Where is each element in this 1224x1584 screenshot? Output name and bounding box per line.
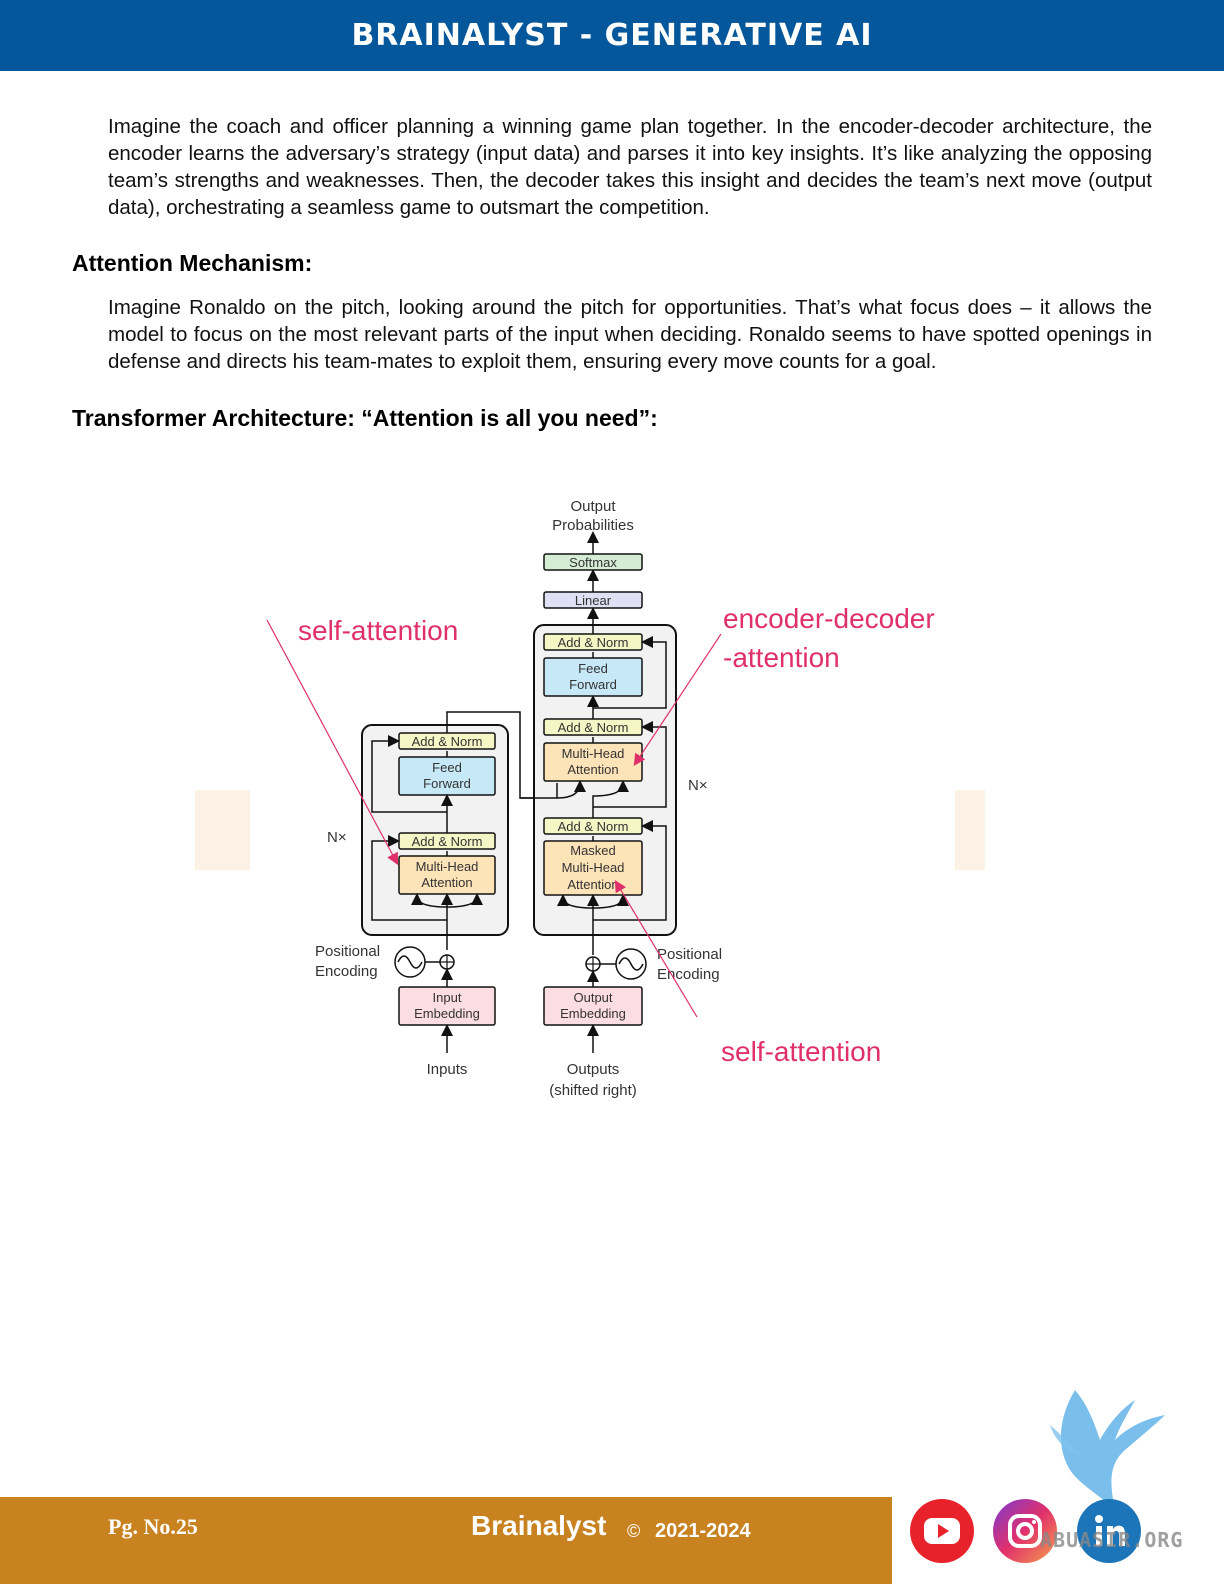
attention-heading: Attention Mechanism: xyxy=(72,250,313,276)
self-attention-label-bottom: self-attention xyxy=(721,1036,881,1067)
watermark-text: ABUASIR.ORG xyxy=(1040,1528,1184,1552)
decoder-nx-label: N× xyxy=(688,777,708,794)
encoder-decoder-label-2: -attention xyxy=(723,642,840,673)
dec-multi-head: Multi-Head xyxy=(562,746,625,761)
input-label: Input xyxy=(433,990,462,1005)
linear-label: Linear xyxy=(575,593,612,608)
encoder-nx-label: N× xyxy=(327,829,347,846)
linkedin-icon[interactable] xyxy=(1077,1499,1141,1563)
bird-logo xyxy=(1050,1390,1165,1510)
output-label: Output xyxy=(573,990,612,1005)
self-attention-label-top: self-attention xyxy=(298,615,458,646)
enc-feed: Feed xyxy=(432,760,462,775)
dec-attention: Attention xyxy=(567,762,618,777)
output-embedding: Embedding xyxy=(560,1006,626,1021)
page-header: BRAINALYST - GENERATIVE AI xyxy=(0,0,1224,71)
page-footer xyxy=(0,1497,892,1584)
encoder-decoder-paragraph: Imagine the coach and officer planning a… xyxy=(108,115,1152,219)
enc-encoding: Encoding xyxy=(315,963,378,980)
attention-paragraph: Imagine Ronaldo on the pitch, looking ar… xyxy=(108,296,1152,373)
dec-masked-attention: Attention xyxy=(567,877,618,892)
output-probabilities-1: Output xyxy=(570,498,616,515)
page-number: Pg. No.25 xyxy=(108,1514,198,1539)
dec-masked: Masked xyxy=(570,843,616,858)
input-embedding: Embedding xyxy=(414,1006,480,1021)
enc-add-norm-1: Add & Norm xyxy=(412,834,483,849)
dec-add-norm-1: Add & Norm xyxy=(558,819,629,834)
softmax-label: Softmax xyxy=(569,555,617,570)
dec-positional: Positional xyxy=(657,946,722,963)
footer-brand: Brainalyst xyxy=(471,1510,607,1541)
dec-add-norm-2: Add & Norm xyxy=(558,720,629,735)
copyright-symbol: © xyxy=(627,1521,641,1541)
dec-masked-multi-head: Multi-Head xyxy=(562,860,625,875)
enc-attention: Attention xyxy=(421,875,472,890)
dec-encoding: Encoding xyxy=(657,966,720,983)
enc-positional: Positional xyxy=(315,943,380,960)
enc-multi-head: Multi-Head xyxy=(416,859,479,874)
header-title: BRAINALYST - GENERATIVE AI xyxy=(351,18,873,53)
output-probabilities-2: Probabilities xyxy=(552,517,634,534)
outputs-label: Outputs xyxy=(567,1061,620,1078)
inputs-label: Inputs xyxy=(427,1061,468,1078)
youtube-icon[interactable] xyxy=(910,1499,974,1563)
faint-watermark xyxy=(195,790,985,870)
shifted-right-label: (shifted right) xyxy=(549,1082,637,1099)
encoder-decoder-label-1: encoder-decoder xyxy=(723,603,935,634)
enc-forward: Forward xyxy=(423,776,471,791)
enc-add-norm-2: Add & Norm xyxy=(412,734,483,749)
instagram-icon[interactable] xyxy=(993,1499,1057,1563)
footer-years: 2021-2024 xyxy=(655,1520,751,1542)
dec-feed: Feed xyxy=(578,661,608,676)
transformer-heading: Transformer Architecture: “Attention is … xyxy=(72,405,658,431)
dec-forward: Forward xyxy=(569,677,617,692)
transformer-diagram: N× Add & Norm Feed Forward Add & Norm Mu… xyxy=(195,498,985,1099)
dec-add-norm-3: Add & Norm xyxy=(558,635,629,650)
